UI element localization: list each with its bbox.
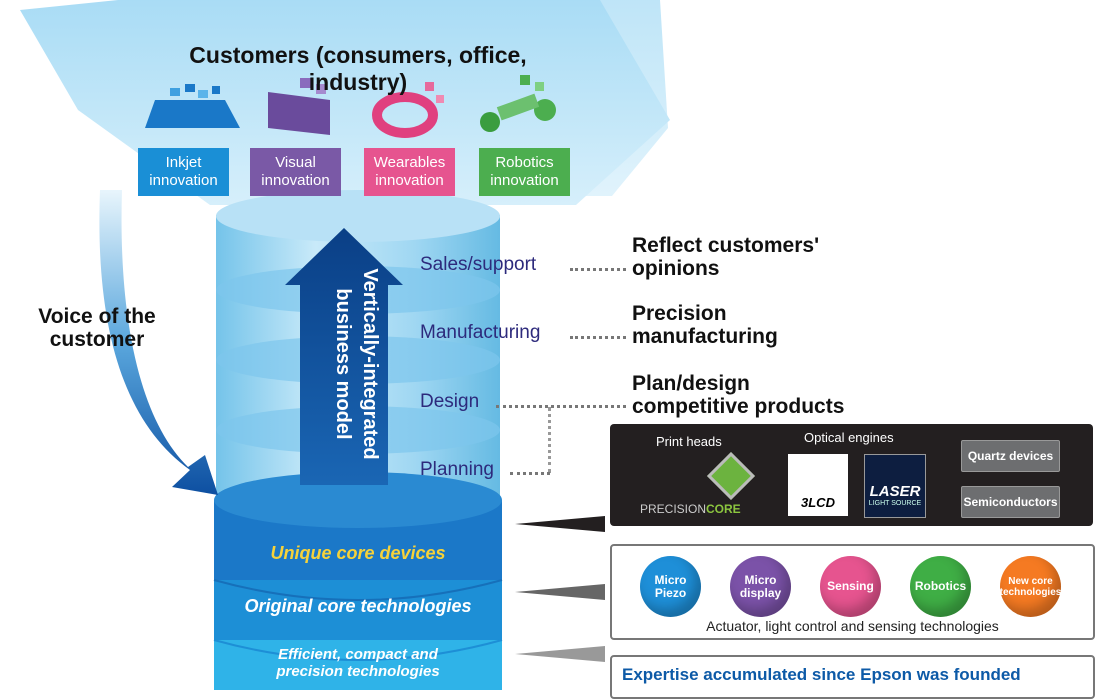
category-robotics: Robotics innovation <box>479 148 570 196</box>
stage-sales: Sales/support <box>420 254 537 275</box>
tech-sensing: Sensing <box>820 556 881 617</box>
stage-design: Design <box>420 391 480 412</box>
base-top <box>214 472 502 528</box>
vertical-arrow <box>285 228 403 485</box>
base-band-3 <box>214 640 502 690</box>
base-band-2 <box>214 580 502 640</box>
precisioncore-logo: PRECISIONCORE <box>640 502 741 516</box>
message-opinions: Reflect customers' opinions <box>632 234 820 280</box>
message-design: Plan/design competitive products <box>632 372 845 418</box>
robotics-pictogram <box>480 75 556 132</box>
tech-label: New core technologies <box>999 575 1062 598</box>
expertise-panel: Expertise accumulated since Epson was fo… <box>610 655 1095 699</box>
tech-caption: Actuator, light control and sensing tech… <box>706 618 999 634</box>
tech-micro-piezo: Micro Piezo <box>640 556 701 617</box>
message-manufacturing: Precision manufacturing <box>632 302 778 348</box>
laser-label: LASER <box>869 483 921 500</box>
connector-planning <box>510 472 550 475</box>
pointer-devices <box>515 516 605 532</box>
connector-sales <box>570 268 626 271</box>
voice-arrow <box>99 190 218 495</box>
precisioncore-prefix: PRECISION <box>640 502 707 516</box>
base-label-technologies: Original core technologies <box>244 596 472 616</box>
laser-sublabel: LIGHT SOURCE <box>868 500 922 507</box>
category-label: Visual innovation <box>261 154 330 189</box>
category-label: Robotics innovation <box>490 154 559 189</box>
category-wearables: Wearables innovation <box>364 148 455 196</box>
pointer-expertise <box>515 646 605 662</box>
tech-label: Micro display <box>739 572 782 600</box>
category-label: Wearables innovation <box>373 154 446 189</box>
stage-manufacturing: Manufacturing <box>420 322 541 343</box>
expertise-text: Expertise accumulated since Epson was fo… <box>622 665 1021 684</box>
connector-manufacturing <box>570 336 626 339</box>
tech-label: Sensing <box>827 579 874 593</box>
stage-planning: Planning <box>420 459 494 480</box>
optical-engines-label: Optical engines <box>804 430 894 445</box>
inkjet-pictogram <box>145 84 240 128</box>
tech-label: Micro Piezo <box>654 572 687 600</box>
page-title: Customers (consumers, office, industry) <box>189 42 527 95</box>
category-inkjet: Inkjet innovation <box>138 148 229 196</box>
connector-planning-vertical <box>548 407 551 473</box>
tech-micro-display: Micro display <box>730 556 791 617</box>
lcd-logo: 3LCD <box>788 454 848 516</box>
quartz-devices: Quartz devices <box>961 440 1060 472</box>
laser-logo: LASER LIGHT SOURCE <box>864 454 926 518</box>
print-heads-label: Print heads <box>656 434 722 449</box>
customer-banner <box>20 0 670 205</box>
voice-label: Voice of the customer <box>38 305 156 351</box>
category-visual: Visual innovation <box>250 148 341 196</box>
devices-panel: Print heads Optical engines PRECISIONCOR… <box>610 424 1093 526</box>
base-label-devices: Unique core devices <box>270 543 446 563</box>
technologies-panel: Micro Piezo Micro display Sensing Roboti… <box>610 544 1095 640</box>
category-label: Inkjet innovation <box>149 154 218 189</box>
tech-robotics: Robotics <box>910 556 971 617</box>
lcd-label: 3LCD <box>801 495 835 510</box>
connector-design <box>496 405 626 408</box>
precisioncore-icon <box>706 451 756 501</box>
tech-new-core: New core technologies <box>1000 556 1061 617</box>
pointer-tech <box>515 584 605 600</box>
cylinder-top <box>216 190 500 242</box>
visual-pictogram <box>268 78 330 135</box>
base-label-efficient: Efficient, compact and precision technol… <box>276 646 440 680</box>
arrow-label: Vertically-integrated business model <box>332 268 381 460</box>
wearables-pictogram <box>372 82 444 138</box>
tech-label: Robotics <box>914 579 967 593</box>
semiconductors: Semiconductors <box>961 486 1060 518</box>
precisioncore-suffix: CORE <box>706 502 741 516</box>
